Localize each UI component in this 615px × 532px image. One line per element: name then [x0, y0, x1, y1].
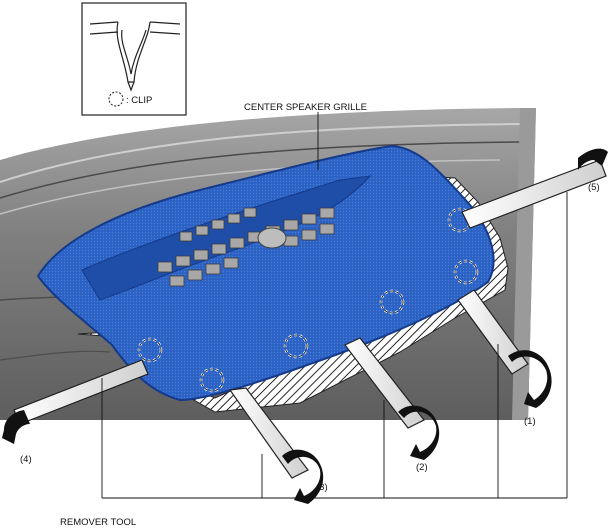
- clip-inset: : CLIP: [81, 2, 187, 116]
- step-1-label: (1): [524, 416, 536, 427]
- step-4-label: (4): [20, 454, 32, 465]
- clip-illustration: [89, 21, 181, 92]
- curved-arrow-icon: [508, 350, 552, 408]
- speaker-cone: [257, 227, 287, 249]
- step-2-label: (2): [416, 462, 428, 473]
- step-5-label: (5): [588, 182, 600, 193]
- remover-tool-5: [461, 148, 608, 229]
- leader-lines: [101, 112, 568, 499]
- remover-tool-4: [2, 359, 149, 444]
- curved-arrow-icon: [578, 148, 608, 170]
- curved-arrow-icon: [398, 405, 440, 460]
- clip-legend-text: : CLIP: [126, 95, 152, 106]
- remover-tool-label: REMOVER TOOL: [60, 517, 136, 528]
- curved-arrow-icon: [282, 449, 324, 504]
- step-3-label: (3): [316, 482, 328, 493]
- remover-tool-2: [344, 337, 440, 460]
- remover-tool-3: [228, 387, 324, 504]
- center-speaker-grille: [36, 144, 495, 402]
- curved-arrow-icon: [2, 410, 30, 444]
- grille-label: CENTER SPEAKER GRILLE: [244, 102, 367, 113]
- clip-icon: [108, 91, 124, 107]
- remover-tool-1: [457, 289, 552, 408]
